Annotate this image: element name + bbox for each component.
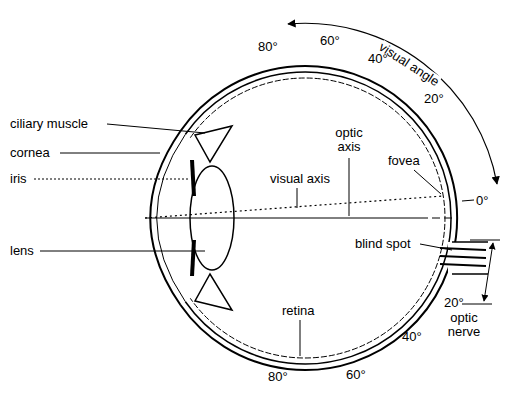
- part-label: iris: [10, 172, 27, 186]
- leader-line: [297, 188, 298, 208]
- nerve-gap: [448, 242, 462, 274]
- part-label: retina: [282, 304, 315, 318]
- leader-line: [60, 153, 160, 154]
- part-label: cornea: [10, 146, 50, 160]
- part-label: 0°: [476, 194, 488, 208]
- leader-line: [414, 170, 441, 194]
- blind-spot-arrow: [484, 243, 493, 301]
- leader-line: [349, 158, 350, 216]
- part-label: 20°: [444, 296, 464, 310]
- part-label: optic nerve: [444, 311, 484, 339]
- visual-angle-arrow: [288, 23, 497, 184]
- leader-line: [40, 251, 205, 252]
- leader-line: [34, 179, 190, 180]
- leader-line: [107, 124, 205, 133]
- blind-spot-tick: [470, 240, 500, 241]
- iris-upper: [192, 160, 194, 196]
- leader-line: [462, 200, 474, 201]
- part-label: optic axis: [324, 126, 374, 154]
- optic-axis-line: [145, 218, 420, 219]
- leader-line: [420, 244, 452, 250]
- part-label: 80°: [268, 370, 288, 384]
- part-label: visual axis: [270, 172, 330, 186]
- iris-lower: [192, 240, 194, 276]
- part-label: 20°: [424, 92, 444, 106]
- part-label: 40°: [368, 52, 388, 66]
- ciliary-lower: [195, 274, 232, 310]
- part-label: ciliary muscle: [10, 117, 88, 131]
- nerve-edge: [452, 241, 488, 243]
- part-label: fovea: [388, 154, 420, 168]
- part-label: 60°: [346, 368, 366, 382]
- part-label: lens: [10, 244, 34, 258]
- visual-axis-line: [145, 196, 443, 218]
- nerve-fibres: [440, 248, 486, 266]
- nerve-edge: [452, 273, 488, 275]
- part-label: 60°: [320, 34, 340, 48]
- ciliary-upper: [195, 126, 232, 162]
- leader-line: [300, 320, 301, 356]
- optic-axis-dash: [420, 218, 455, 219]
- part-label: 40°: [402, 330, 422, 344]
- part-label: 80°: [258, 40, 278, 54]
- part-label: blind spot: [355, 237, 411, 251]
- blind-spot-tick: [462, 304, 492, 305]
